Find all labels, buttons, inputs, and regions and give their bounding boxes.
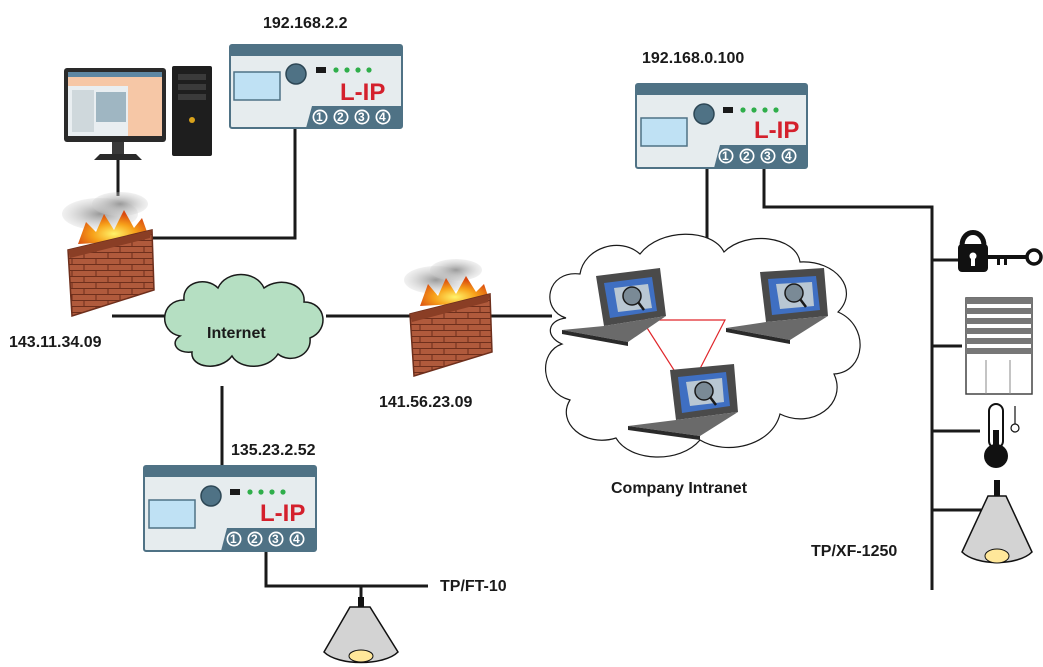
blinds-icon <box>965 297 1033 395</box>
port-2-label: 2 <box>337 110 344 124</box>
firewall-left-ip-label: 143.11.34.09 <box>9 334 102 351</box>
workstation-icon <box>64 66 212 160</box>
port-2-label: 2 <box>251 532 258 546</box>
lip-device-1: 192.168.2.2 L-IP 1 2 3 4 <box>229 15 403 129</box>
ceiling-lamp-icon <box>323 597 399 664</box>
laptop-icon <box>726 268 828 344</box>
device-ip-label: 192.168.0.100 <box>642 50 744 67</box>
port-1-label: 1 <box>316 110 323 124</box>
firewall-mid-ip-label: 141.56.23.09 <box>379 394 473 411</box>
device-brand-label: L-IP <box>754 117 799 144</box>
port-3-label: 3 <box>272 532 279 546</box>
thermometer-icon <box>984 403 1020 468</box>
lip-device-2: 192.168.0.100 L-IP 1 2 3 4 <box>635 50 808 169</box>
device-ip-label: 192.168.2.2 <box>263 15 348 32</box>
laptop-icon <box>628 364 738 440</box>
firewall-icon <box>62 192 155 318</box>
device-brand-label: L-IP <box>260 500 305 527</box>
internet-label: Internet <box>207 325 266 342</box>
port-1-label: 1 <box>722 149 729 163</box>
ceiling-lamp-icon <box>961 480 1033 564</box>
bus-ft10-label: TP/FT-10 <box>440 578 507 595</box>
device-brand-label: L-IP <box>340 79 385 106</box>
port-4-label: 4 <box>785 149 792 163</box>
lip-device-3: 135.23.2.52 L-IP 1 2 3 4 <box>143 442 317 552</box>
intranet-label: Company Intranet <box>611 480 748 497</box>
port-4-label: 4 <box>293 532 300 546</box>
bus-xf1250-label: TP/XF-1250 <box>811 543 897 560</box>
internet-cloud-icon <box>163 273 324 367</box>
firewall-icon <box>404 259 493 377</box>
port-1-label: 1 <box>230 532 237 546</box>
port-3-label: 3 <box>358 110 365 124</box>
padlock-key-icon <box>958 230 1043 272</box>
port-2-label: 2 <box>743 149 750 163</box>
port-3-label: 3 <box>764 149 771 163</box>
device-ip-label: 135.23.2.52 <box>231 442 316 459</box>
port-4-label: 4 <box>379 110 386 124</box>
laptop-icon <box>562 268 666 346</box>
